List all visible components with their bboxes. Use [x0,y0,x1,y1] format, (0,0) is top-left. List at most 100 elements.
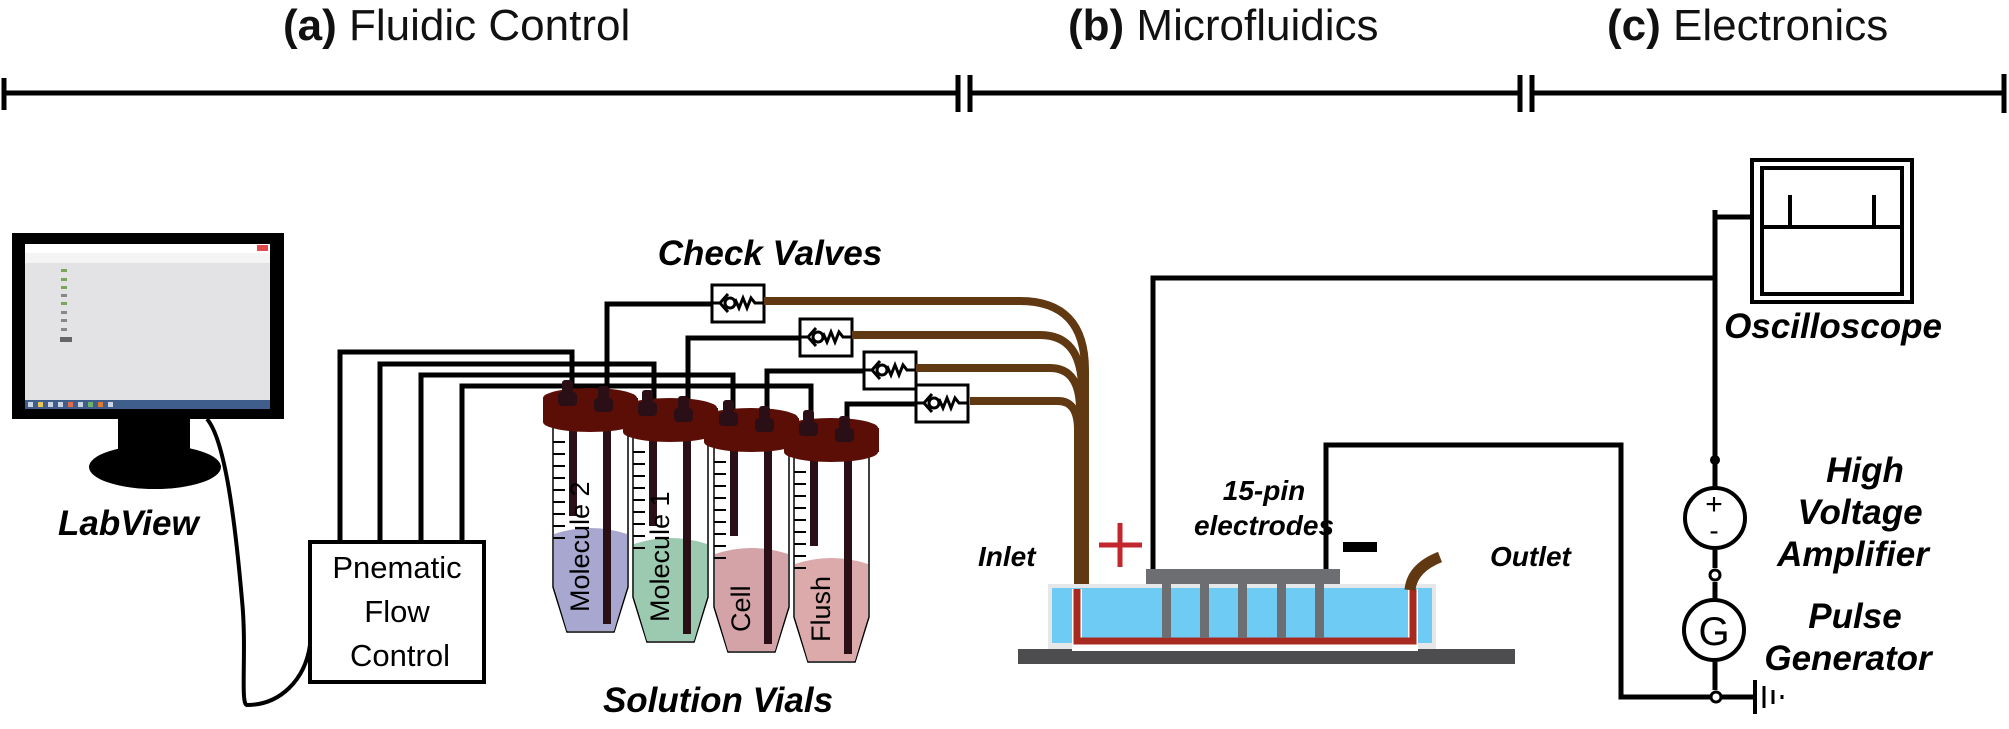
cap-fitting [598,386,609,400]
svg-text:(b) Microfluidics: (b) Microfluidics [1068,1,1378,50]
tubing-3 [916,364,1084,590]
vial-label: Molecule 2 [565,481,595,612]
check-valve-icon [914,383,970,424]
flow-control-label-line3: Control [350,638,450,673]
electrode-pins [1162,582,1324,638]
short-dip-tube [730,440,738,536]
section-letter: (c) [1607,1,1661,50]
wire-electrode-positive [1150,275,1715,569]
microfluidic-chip [1018,551,1515,664]
amp-plus-symbol: + [1705,488,1723,521]
circuit-wiring [1150,210,1755,700]
cap-fitting [803,410,814,424]
short-dip-tube [649,430,657,526]
electrodes-label-line2: electrodes [1194,510,1334,541]
section-letter: (b) [1068,1,1124,50]
pressure-line-1 [337,349,575,542]
labview-label: LabView [58,504,201,543]
vial-cap [623,390,718,442]
microchannel [1073,589,1417,645]
short-dip-tube [810,450,818,546]
taskbar [25,400,270,409]
section-divider-bars [1,74,2007,113]
section-header-electronics: (c) Electronics [1607,1,1888,50]
cap-fitting [678,396,689,410]
outlet-tube [1404,551,1443,591]
cap-fitting [839,416,850,430]
check-valve-icon [798,317,854,358]
vial-label: Molecule 1 [645,491,675,622]
oscilloscope-label: Oscilloscope [1724,307,1942,346]
monitor-screen [25,244,270,409]
wire-electrode-negative [1323,442,1716,700]
terminal-node [1708,568,1722,582]
long-dip-tube [844,450,852,654]
usb-cable [205,417,312,708]
voltage-source-icon: + - [1683,486,1747,550]
terminal-node [1709,690,1723,704]
outlet-label: Outlet [1490,541,1573,572]
sample-line-1 [604,301,712,408]
generator-symbol: G [1698,610,1729,654]
vial-label: Flush [806,576,836,642]
section-title: Microfluidics [1136,1,1378,50]
electrode-header [1146,569,1340,584]
vial-cap [543,380,638,432]
long-dip-tube [764,440,772,644]
tubing-bundle [764,297,1089,590]
vial-cap [704,400,799,452]
ground-icon [1753,680,1784,714]
check-valve-icon [862,350,918,391]
section-header-fluidic-control: (a) Fluidic Control [283,1,630,50]
vial-cap [784,410,879,462]
chip-base-plate [1018,649,1515,664]
vial-label: Cell [726,585,756,632]
tubing-4 [970,397,1082,590]
pneumatic-flow-control-box [308,540,486,684]
cap-fitting [642,390,653,404]
pulse-generator-label-line2: Generator [1764,639,1934,678]
pressure-line-4 [459,383,814,542]
section-header-microfluidics: (b) Microfluidics [1068,1,1378,50]
vial: Cell [713,440,790,653]
vial: Flush [793,450,870,663]
svg-text:(c) Electronics: (c) Electronics [1607,1,1888,50]
pulse-generator-icon: G [1682,598,1746,662]
solution-vials-label: Solution Vials [603,681,833,720]
pulse-generator-label-line1: Pulse [1808,597,1901,636]
sample-line-2 [685,335,800,416]
check-valve-icon [710,283,766,324]
solution-vials: Molecule 2 Molecule 1 Cell Flush [543,380,879,663]
electrodes-label-line1: 15-pin [1223,475,1305,506]
check-valve-group [710,283,970,424]
svg-text:(a) Fluidic Control: (a) Fluidic Control [283,1,630,50]
inlet-label: Inlet [978,541,1037,572]
cap-fitting [759,406,770,420]
junction-node [1710,455,1720,465]
vial: Molecule 2 [552,420,629,633]
monitor-base [89,445,221,489]
section-title: Electronics [1673,1,1888,50]
vial: Molecule 1 [632,430,709,643]
amplifier-label-line1: High [1826,451,1904,490]
section-letter: (a) [283,1,337,50]
window-close-icon [257,245,268,251]
cap-fitting [723,400,734,414]
negative-sign-icon [1343,542,1377,552]
amp-minus-symbol: - [1709,515,1718,546]
pressure-lines [337,349,814,542]
tubing-2 [852,331,1086,590]
check-valves-label: Check Valves [658,234,882,273]
long-dip-tube [683,430,691,634]
flow-control-label-line2: Flow [364,594,430,629]
pressure-line-3 [418,372,736,542]
short-dip-tube [569,420,577,516]
amplifier-label-line2: Voltage [1797,493,1922,532]
section-title: Fluidic Control [349,1,630,50]
cap-fitting [562,380,573,394]
tubing-1 [764,297,1089,590]
flow-control-label-line1: Pnematic [332,550,461,585]
positive-sign-icon [1099,523,1142,567]
amplifier-label-line3: Amplifier [1776,535,1931,574]
